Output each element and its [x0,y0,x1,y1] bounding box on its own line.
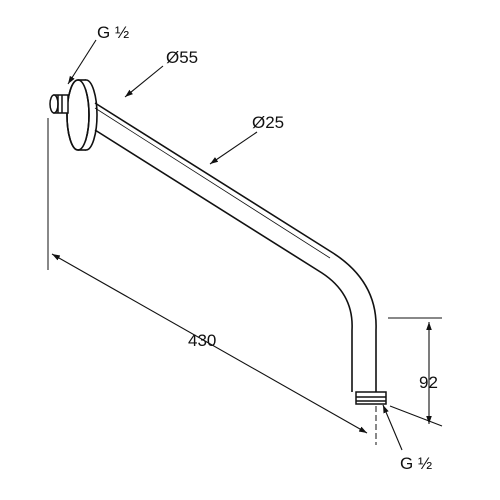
bottom-thread-connector [355,391,387,405]
leader-lines [67,39,403,451]
flange-leader [124,65,164,98]
thread-top-label: G ½ [97,23,129,42]
extension-lines [47,118,443,445]
thread-bottom-leader [382,404,403,451]
flange-diameter-label: Ø55 [166,48,198,67]
thread-top-leader [67,39,97,85]
thread-bottom-label: G ½ [400,454,432,473]
drop-label: 92 [419,373,438,392]
length-label: 430 [188,331,216,350]
length-dimension-line [51,253,368,434]
top-thread-connector [49,94,69,114]
dimension-lines [51,253,432,434]
wall-flange [66,79,98,151]
pipe-leader [209,131,258,165]
pipe-diameter-label: Ø25 [252,113,284,132]
